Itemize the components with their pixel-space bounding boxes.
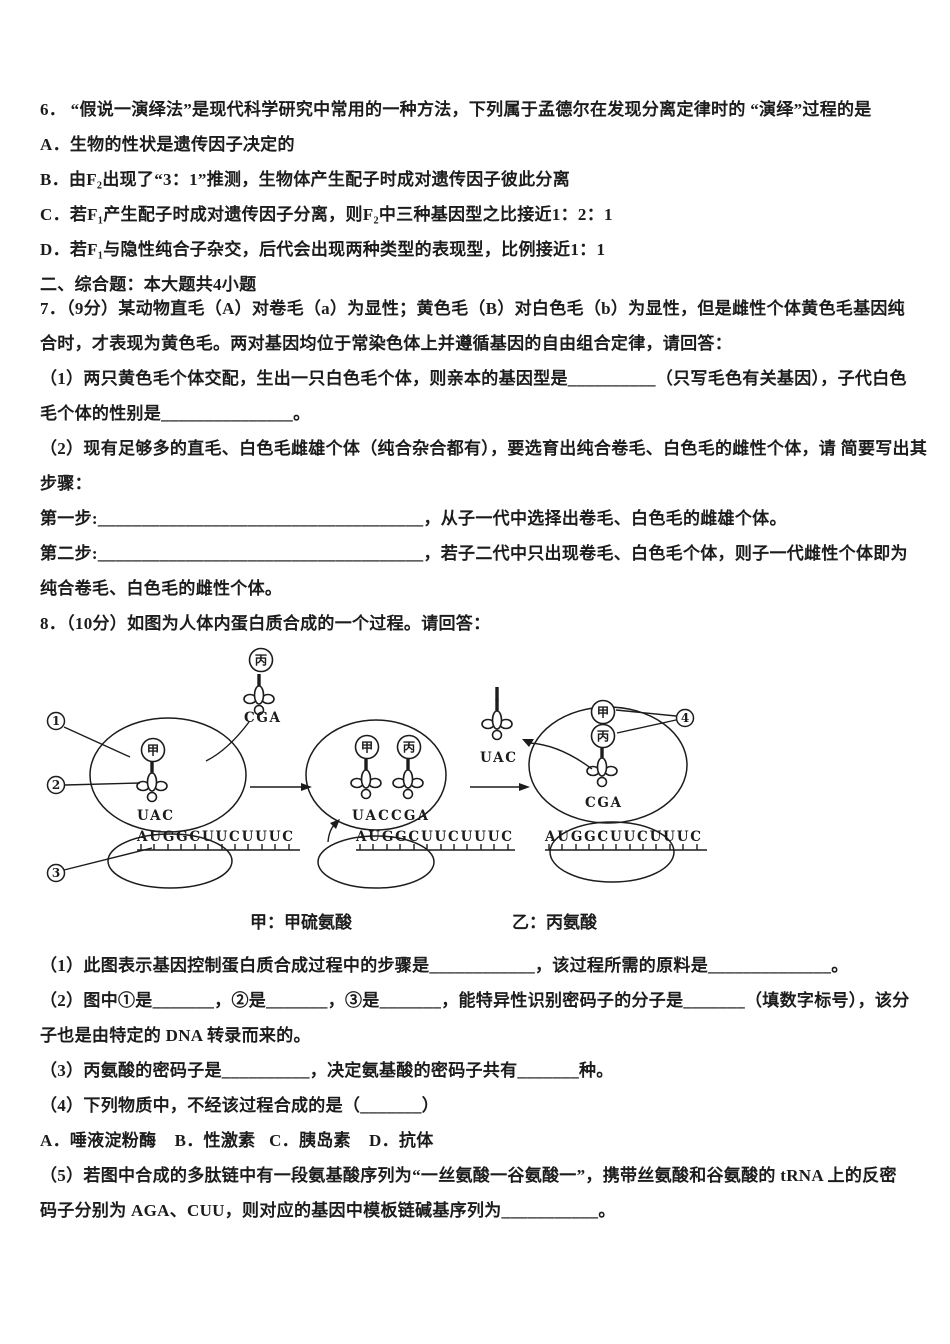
exit-arrowhead [522,739,534,747]
amino-acid-met [140,737,166,763]
q8-sub4: （4）下列物质中，不经该过程合成的是（_______） [40,1095,440,1115]
q7-sub1: （1）两只黄色毛个体交配，生出一只白色毛个体，则亲本的基因型是_________… [40,368,907,388]
callout-4-digit: 4 [681,711,689,725]
large-subunit [305,719,447,831]
amino-acid-met [354,734,380,760]
trna-met-icon [349,756,383,801]
q7-step2-cont: 纯合卷毛、白色毛的雌性个体。 [40,578,283,598]
q7-sub1-cont: 毛个体的性别是_______________。 [40,403,311,423]
q8-sub1: （1）此图表示基因控制蛋白质合成过程中的步骤是____________，该过程所… [40,955,849,975]
amino-acid-ala [248,647,274,673]
mrna-ticks [359,844,509,850]
q6-option-d: D．若F₁与隐性纯合子杂交，后代会出现两种类型的表现型，比例接近1：1 [40,240,606,259]
mrna-ticks [140,844,290,850]
amino-acid-met-label: 甲 [147,743,160,758]
mrna-sequence-stage3: AUGGCUUCUUUC [544,829,701,845]
q6-option-a: A．生物的性状是遗传因子决定的 [40,135,295,154]
amino-acid-ala-label: 丙 [255,653,268,668]
callout-1-digit: 1 [52,714,60,728]
released-trna: UAC [480,687,516,766]
callout-3-digit: 3 [52,866,60,880]
q8-sub3: （3）丙氨酸的密码子是__________，决定氨基酸的密码子共有_______… [40,1060,614,1080]
callout-2-digit: 2 [52,778,60,792]
caption-jia: 甲：甲硫氨酸 [250,912,352,932]
anticodon-stage1: UAC [137,808,173,824]
amino-acid-ala-label: 丙 [597,729,610,744]
anticodons-stage2: UACCGA [352,808,429,824]
amino-acid-met-label: 甲 [597,705,610,720]
q8-intro: 8．（10分）如图为人体内蛋白质合成的一个过程。请回答： [40,613,491,633]
arrow-stage2-stage3 [470,783,530,791]
callout-4-line-lower [616,719,677,734]
amino-acid-met-label: 甲 [361,740,374,755]
callout-3-line [63,847,153,871]
q8-sub5-cont: 码子分别为 AGA、CUU，则对应的基因中模板链碱基序列为___________… [40,1200,616,1220]
q8-sub2-cont: 子也是由特定的 DNA 转录而来的。 [40,1025,311,1045]
exit-leader-line [529,742,593,770]
mrna-sequence-stage1: AUGGCUUCUUUC [136,829,293,845]
anticodon-incoming: CGA [244,710,281,726]
callout-2-line [64,782,141,786]
q7-line: 合时，才表现为黄色毛。两对基因均位于常染色体上并遵循基因的自由组合定律，请回答： [40,333,732,353]
ribosome-stage3: 丙 甲 CGA AUGGCUUCUUUC [522,699,707,883]
incoming-leader-line [205,721,250,762]
large-subunit [89,717,247,833]
amino-acid-ala-label: 丙 [403,740,416,755]
question-7: 7．（9分）某动物直毛（A）对卷毛（a）为显性；黄色毛（B）对白色毛（b）为显性… [40,291,930,641]
diagram-svg: 甲 UAC AUGGCUUCUUUC 丙 CGA 1 2 3 [46,647,707,889]
incoming-trna: 丙 CGA [205,647,281,762]
q7-sub2: （2）现有足够多的直毛、白色毛雌雄个体（纯合杂合都有），要选育出纯合卷毛、白色毛… [40,438,928,458]
caption-yi: 乙：丙氨酸 [512,912,597,932]
arrow-stage1-stage2 [250,783,312,791]
section2-header: 二、综合题：本大题共4小题 [40,275,257,294]
q8-sub2: （2）图中①是_______，②是_______，③是_______，能特异性识… [40,990,910,1010]
q6-option-c: C．若F₁产生配子时成对遗传因子分离，则F₂中三种基因型之比接近1：2：1 [40,205,613,224]
q6-stem: 6． “假说一演绎法”是现代科学研究中常用的一种方法，下列属于孟德尔在发现分离定… [40,100,872,119]
small-subunit [549,821,675,883]
amino-acid-met [590,699,616,725]
amino-acid-ala [590,723,616,749]
callout-4-line-upper [615,709,677,717]
question-8: （1）此图表示基因控制蛋白质合成过程中的步骤是____________，该过程所… [40,948,930,1228]
callout-2: 2 [46,775,141,795]
trna-ala-icon [242,672,276,717]
trna-empty-icon [480,697,514,742]
mrna-ticks [548,844,698,850]
callout-1-line [63,726,131,758]
q6-option-b: B．由F₂出现了“3：1”推测，生物体产生配子时成对遗传因子彼此分离 [40,170,571,189]
question-6: 6． “假说一演绎法”是现代科学研究中常用的一种方法，下列属于孟德尔在发现分离定… [40,92,930,267]
small-subunit [317,835,435,889]
q7-sub2-cont: 步骤： [40,473,92,493]
small-subunit [107,833,233,889]
anticodon-stage3: CGA [585,795,622,811]
q8-sub4-options: A．唾液淀粉酶 B．性激素 C．胰岛素 D．抗体 [40,1130,434,1150]
entry-pointer-arrowhead [330,819,340,829]
ribosome-stage2: 甲 丙 UACCGA AUGGCUUCUUUC [305,719,515,889]
q7-step1: 第一步:____________________________________… [40,508,787,528]
trna-ala-icon [391,756,425,801]
mrna-sequence-stage2: AUGGCUUCUUUC [355,829,512,845]
trna-met-icon [135,759,169,804]
ribosome-stage1: 甲 UAC AUGGCUUCUUUC [89,717,300,889]
diagram-caption: 甲：甲硫氨酸 乙：丙氨酸 [40,905,930,940]
q7-line: 7．（9分）某动物直毛（A）对卷毛（a）为显性；黄色毛（B）对白色毛（b）为显性… [40,298,905,318]
protein-synthesis-diagram: 甲 UAC AUGGCUUCUUUC 丙 CGA 1 2 3 [0,630,950,895]
trna-ala-icon [585,744,619,789]
callout-1: 1 [46,711,131,758]
exam-page: 6． “假说一演绎法”是现代科学研究中常用的一种方法，下列属于孟德尔在发现分离定… [0,92,950,1228]
q8-sub5: （5）若图中合成的多肽链中有一段氨基酸序列为“一丝氨酸一谷氨酸一”，携带丝氨酸和… [40,1165,897,1185]
amino-acid-ala [396,734,422,760]
callout-4: 4 [615,708,695,734]
callout-3: 3 [46,847,153,883]
q7-step2: 第二步:____________________________________… [40,543,908,563]
anticodon-released: UAC [480,750,516,766]
